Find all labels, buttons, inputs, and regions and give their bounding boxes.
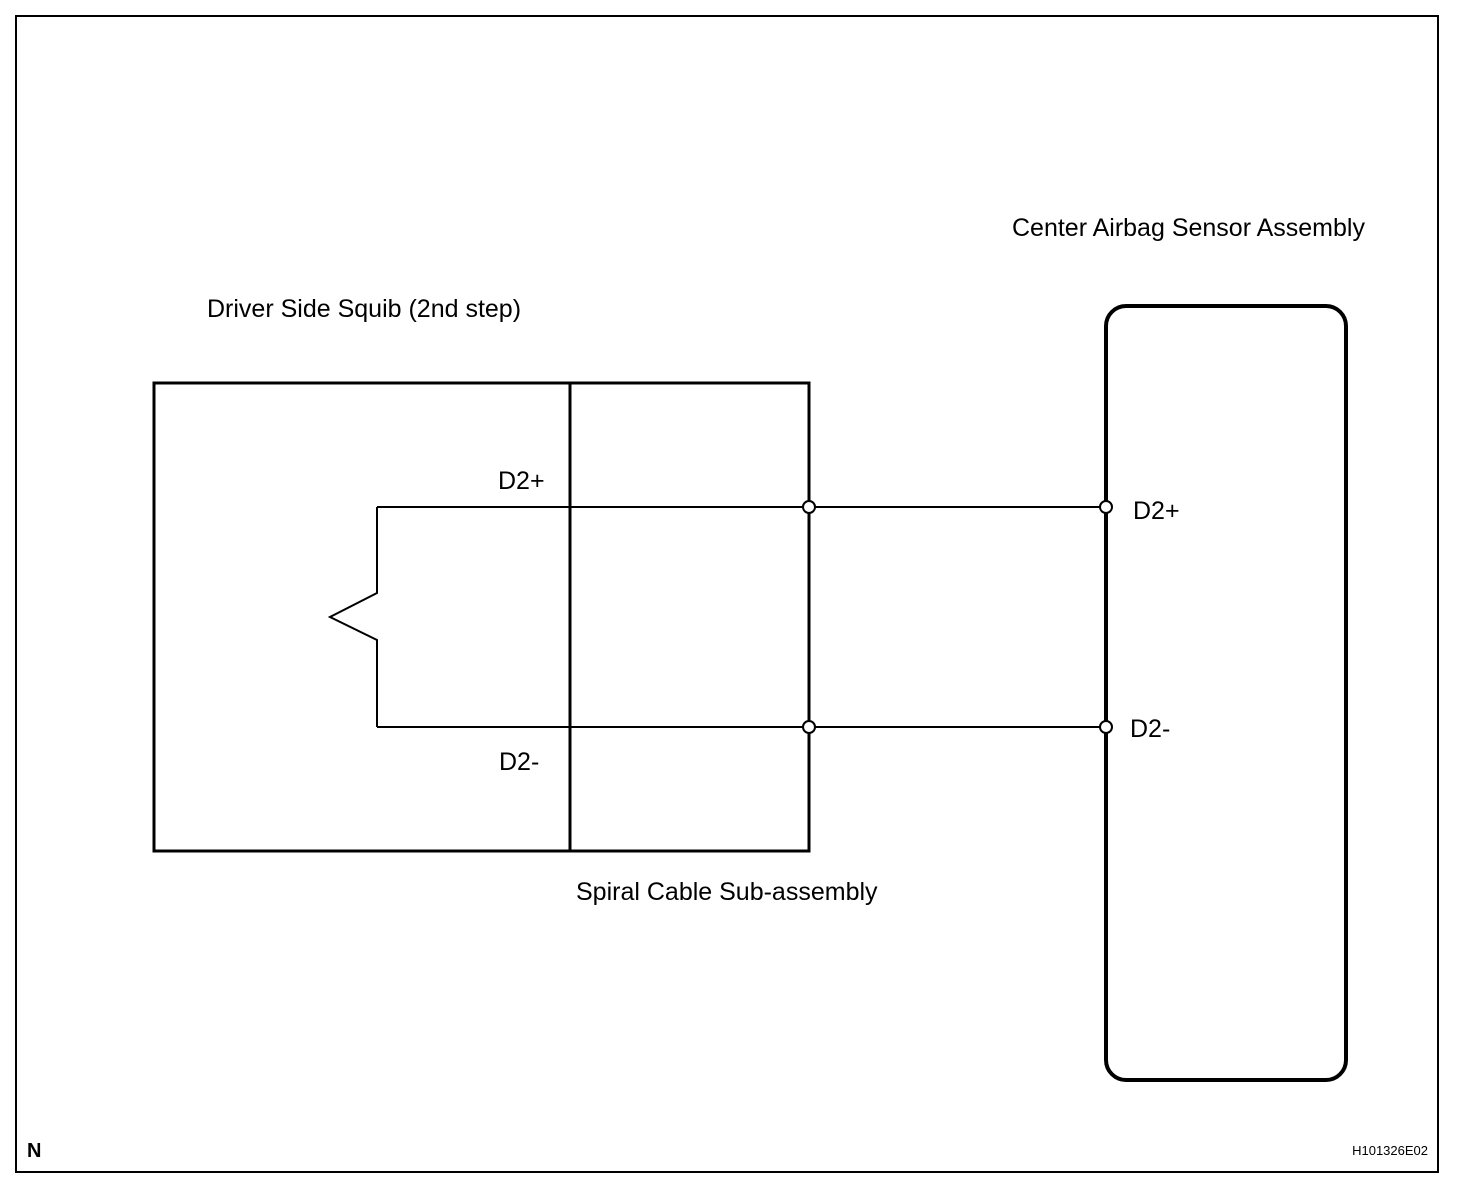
- connector-terminal-d2-positive-spiral: [802, 500, 816, 514]
- connector-terminal-d2-negative-spiral: [802, 720, 816, 734]
- connector-terminal-d2-negative-sensor: [1099, 720, 1113, 734]
- diagram-frame: [15, 15, 1439, 1173]
- label-sensor-d2-positive: D2+: [1133, 497, 1180, 525]
- squib-spiral-outline: [152, 381, 811, 853]
- corner-mark: N: [27, 1140, 41, 1162]
- label-squib-d2-positive: D2+: [498, 467, 545, 495]
- airbag-sensor-box: [1104, 304, 1348, 1082]
- label-squib-d2-negative: D2-: [499, 748, 539, 776]
- label-airbag-sensor: Center Airbag Sensor Assembly: [1012, 214, 1365, 242]
- squib-element-symbol: [327, 507, 378, 727]
- connector-terminal-d2-positive-sensor: [1099, 500, 1113, 514]
- label-sensor-d2-negative: D2-: [1130, 715, 1170, 743]
- label-spiral-cable: Spiral Cable Sub-assembly: [576, 878, 878, 906]
- label-squib: Driver Side Squib (2nd step): [207, 295, 521, 323]
- figure-code: H101326E02: [1352, 1143, 1428, 1158]
